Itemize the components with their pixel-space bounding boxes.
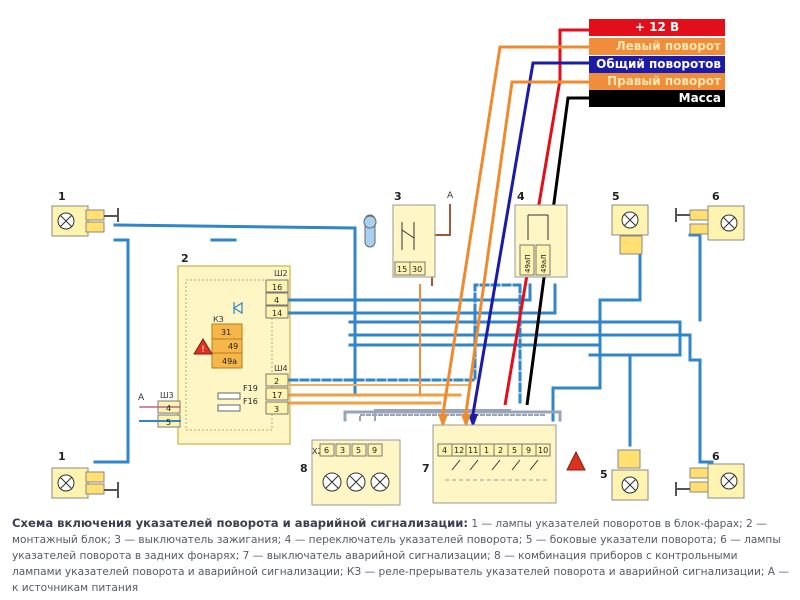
hazard-pin-2: 2 bbox=[498, 446, 503, 455]
relay-pin-49: 49 bbox=[228, 342, 238, 351]
ground-wire bbox=[525, 96, 590, 406]
common-turn-wire bbox=[470, 61, 590, 421]
relay-kz-label: КЗ bbox=[213, 315, 224, 324]
power-source-top-label: А bbox=[447, 191, 454, 201]
component-1-top-number: 1 bbox=[58, 190, 66, 203]
component-6-bottom-number: 6 bbox=[712, 450, 720, 463]
cluster-pins bbox=[319, 443, 383, 457]
rear-lamp-top bbox=[675, 205, 745, 241]
connector-sh4-label: Ш4 bbox=[274, 364, 288, 373]
sh2-pin-4: 4 bbox=[274, 296, 279, 305]
component-4-number: 4 bbox=[517, 190, 525, 203]
component-7-number: 7 bbox=[422, 462, 430, 475]
legend-right-turn-label: Правый поворот bbox=[607, 74, 721, 88]
legend-common-turn-label: Общий поворотов bbox=[596, 57, 721, 71]
rear-lamp-bottom bbox=[675, 463, 745, 499]
legend-ground: Масса bbox=[589, 90, 725, 107]
caption-body: 1 — лампы указателей поворотов в блок-фа… bbox=[12, 518, 790, 594]
legend-left-turn-label: Левый поворот bbox=[615, 39, 721, 53]
legend-plus12-label: + 12 В bbox=[634, 20, 680, 34]
legend-right-turn: Правый поворот bbox=[589, 73, 725, 90]
sh4-pin-2: 2 bbox=[274, 377, 279, 386]
hazard-switch-pins bbox=[437, 443, 551, 457]
sh4-pin-3: 3 bbox=[274, 405, 279, 414]
side-repeater-top bbox=[611, 204, 649, 255]
wiring-harness bbox=[93, 204, 714, 464]
legend-common-turn: Общий поворотов bbox=[589, 56, 725, 73]
component-2-number: 2 bbox=[181, 252, 189, 265]
component-8-number: 8 bbox=[300, 462, 308, 475]
connector-sh2-label: Ш2 bbox=[274, 269, 288, 278]
cluster-pin-3: 3 bbox=[340, 446, 345, 455]
component-5-top-number: 5 bbox=[612, 190, 620, 203]
legend-ground-label: Масса bbox=[678, 91, 721, 105]
right-turn-wire bbox=[463, 80, 590, 421]
svg-text:!: ! bbox=[201, 345, 205, 355]
turn-switch-pin-49a-right: 49aП bbox=[524, 255, 532, 273]
fuse-f19-label: F19 bbox=[243, 384, 258, 393]
sh2-pin-14: 14 bbox=[272, 309, 282, 318]
turn-signal-switch bbox=[514, 204, 568, 278]
front-lamp-bottom bbox=[51, 467, 119, 499]
connector-x2-label: X2 bbox=[312, 447, 323, 456]
front-lamp-top bbox=[51, 205, 119, 237]
relay-pin-31: 31 bbox=[221, 328, 231, 337]
hazard-pin-5: 5 bbox=[512, 446, 517, 455]
hazard-pin-12: 12 bbox=[454, 446, 464, 455]
figure-caption: Схема включения указателей поворота и ав… bbox=[12, 515, 790, 596]
instrument-cluster bbox=[311, 439, 401, 506]
sh4-pin-17: 17 bbox=[272, 391, 282, 400]
hazard-pin-10: 10 bbox=[538, 446, 548, 455]
cluster-pin-5: 5 bbox=[356, 446, 361, 455]
hazard-pin-4: 4 bbox=[442, 446, 447, 455]
left-turn-wire bbox=[440, 45, 590, 421]
fuse-f16-label: F16 bbox=[243, 397, 258, 406]
ignition-pin-30: 30 bbox=[412, 265, 422, 274]
hazard-pin-9: 9 bbox=[526, 446, 531, 455]
side-repeater-bottom bbox=[611, 449, 649, 501]
hazard-pin-11: 11 bbox=[468, 446, 478, 455]
relay-pin-49a: 49a bbox=[222, 357, 237, 366]
cluster-pin-9: 9 bbox=[372, 446, 377, 455]
legend-plus12: + 12 В bbox=[589, 19, 725, 36]
power-source-left-label: А bbox=[138, 393, 145, 403]
legend-left-turn: Левый поворот bbox=[589, 38, 725, 55]
cluster-pin-6: 6 bbox=[324, 446, 329, 455]
highlighted-wires bbox=[438, 28, 590, 428]
ignition-pin-15: 15 bbox=[397, 265, 407, 274]
sh3-pin-4: 4 bbox=[166, 404, 171, 413]
hazard-switch bbox=[432, 424, 586, 504]
hazard-pin-1: 1 bbox=[484, 446, 489, 455]
component-5-bottom-number: 5 bbox=[600, 468, 608, 481]
component-3-number: 3 bbox=[394, 190, 402, 203]
mounting-block: ! bbox=[157, 265, 291, 445]
ignition-switch bbox=[363, 204, 436, 278]
connector-sh3-label: Ш3 bbox=[160, 391, 174, 400]
sh3-pin-5: 5 bbox=[166, 418, 171, 427]
caption-title: Схема включения указателей поворота и ав… bbox=[12, 516, 468, 530]
component-6-top-number: 6 bbox=[712, 190, 720, 203]
sh2-pin-16: 16 bbox=[272, 283, 282, 292]
component-1-bottom-number: 1 bbox=[58, 450, 66, 463]
turn-switch-pin-49a-left: 49aЛ bbox=[540, 255, 548, 273]
